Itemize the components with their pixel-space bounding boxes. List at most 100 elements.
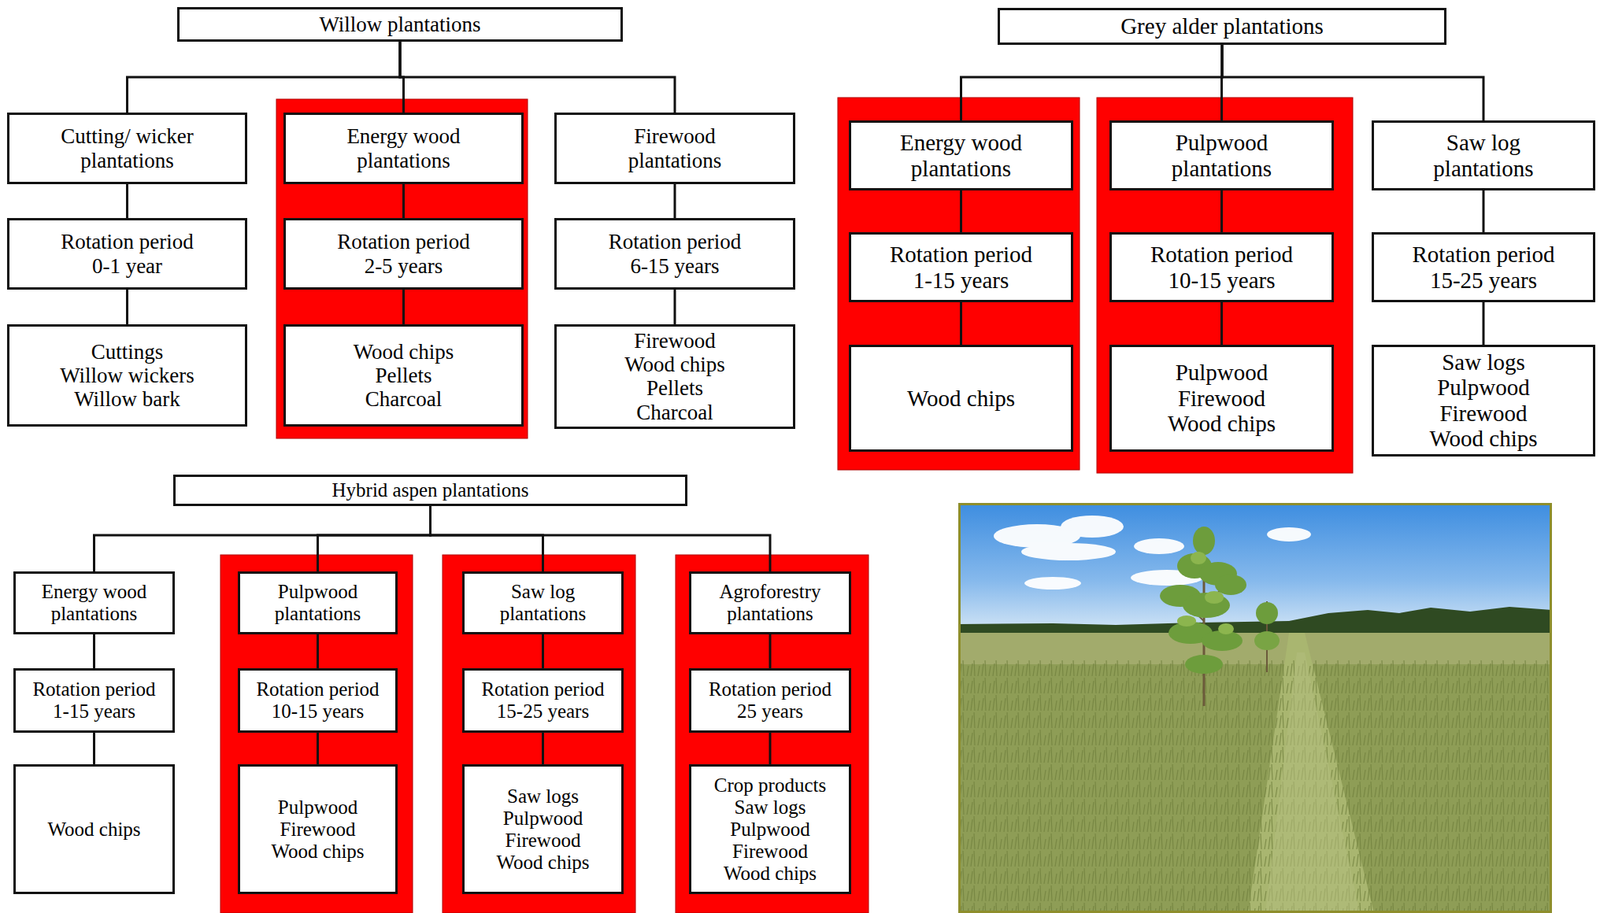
connector-line xyxy=(1482,190,1486,233)
box-text: Saw log plantations xyxy=(472,581,615,626)
box-text: Firewood xyxy=(1439,400,1527,426)
box-text: Rotation period 6-15 years xyxy=(598,229,752,278)
connector-line xyxy=(94,506,431,572)
connector-line xyxy=(1220,190,1223,233)
rotation-period-box: Rotation period 10-15 years xyxy=(237,668,398,734)
highlight-panel xyxy=(675,555,869,913)
box-text: Rotation period 10-15 years xyxy=(1139,241,1304,293)
box-text: Wood chips xyxy=(353,340,455,364)
box-text: Pulpwood plantations xyxy=(1139,129,1304,182)
products-box: PulpwoodFirewoodWood chips xyxy=(1109,344,1334,452)
connector-line xyxy=(769,733,772,765)
rotation-period-box: Rotation period 2-5 years xyxy=(283,218,524,290)
box-text: Rotation period 10-15 years xyxy=(247,678,389,723)
connector-line xyxy=(92,733,96,765)
plantation-type-box: Cutting/ wicker plantations xyxy=(7,112,248,185)
connector-line xyxy=(316,634,319,669)
box-text: Energy wood plantations xyxy=(878,129,1044,182)
connector-line xyxy=(402,184,405,219)
box-text: Firewood plantations xyxy=(598,124,752,172)
plantation-type-box: Pulpwood plantations xyxy=(1109,120,1334,191)
plantation-type-box: Energy wood plantations xyxy=(283,112,524,185)
products-box: PulpwoodFirewoodWood chips xyxy=(237,764,398,895)
connector-line xyxy=(959,190,963,233)
box-text: Rotation period 1-15 years xyxy=(23,678,166,723)
box-text: Pulpwood plantations xyxy=(247,581,389,626)
box-text: Crop products xyxy=(714,774,826,797)
highlight-panel xyxy=(276,99,528,439)
products-box: FirewoodWood chipsPelletsCharcoal xyxy=(554,324,796,430)
box-text: Hybrid aspen plantations xyxy=(332,479,530,502)
box-text: Saw logs xyxy=(1441,349,1526,375)
rotation-period-box: Rotation period 0-1 year xyxy=(7,218,248,290)
products-box: Saw logsPulpwoodFirewoodWood chips xyxy=(462,764,624,895)
box-text: Wood chips xyxy=(907,385,1015,412)
box-text: Firewood xyxy=(633,329,716,353)
box-text: Willow wickers xyxy=(59,363,195,388)
box-text: Energy wood plantations xyxy=(23,581,166,626)
box-text: Pellets xyxy=(646,376,704,400)
box-text: Pulpwood xyxy=(503,807,583,830)
connector-line xyxy=(541,634,545,669)
plantation-type-box: Energy wood plantations xyxy=(13,571,175,635)
connector-line xyxy=(674,184,677,219)
plantation-type-box: Energy wood plantations xyxy=(848,120,1074,191)
box-text: Charcoal xyxy=(365,387,442,412)
products-box: CuttingsWillow wickersWillow bark xyxy=(7,324,248,427)
box-text: Rotation period 15-25 years xyxy=(472,678,615,723)
connector-line xyxy=(961,44,1223,121)
box-text: Pulpwood xyxy=(277,796,358,819)
plantation-type-box: Saw log plantations xyxy=(462,571,624,635)
box-text: Wood chips xyxy=(47,818,141,841)
box-text: Pulpwood xyxy=(1437,374,1530,400)
rotation-period-box: Rotation period 10-15 years xyxy=(1109,232,1334,303)
products-box: Wood chipsPelletsCharcoal xyxy=(283,324,524,427)
box-text: Wood chips xyxy=(624,352,726,377)
box-text: Rotation period 25 years xyxy=(699,678,841,723)
highlight-panel xyxy=(442,555,636,913)
connector-line xyxy=(541,733,545,765)
connector-line xyxy=(127,41,401,113)
highlight-panel xyxy=(837,97,1080,471)
box-text: Wood chips xyxy=(496,851,589,875)
title-box: Hybrid aspen plantations xyxy=(173,474,688,507)
box-text: Firewood xyxy=(732,840,808,863)
connector-line xyxy=(125,289,129,325)
box-text: Pellets xyxy=(375,363,433,388)
box-text: Willow bark xyxy=(74,387,181,412)
connector-line xyxy=(316,733,319,765)
box-text: Rotation period 15-25 years xyxy=(1401,241,1567,293)
plantation-photo xyxy=(958,503,1552,913)
rotation-period-box: Rotation period 1-15 years xyxy=(848,232,1074,303)
plantation-type-box: Firewood plantations xyxy=(554,112,796,185)
plantation-type-box: Saw log plantations xyxy=(1371,120,1596,191)
box-text: Firewood xyxy=(1177,385,1266,412)
box-text: Firewood xyxy=(505,829,582,852)
box-text: Energy wood plantations xyxy=(326,124,480,172)
box-text: Wood chips xyxy=(1167,411,1276,437)
highlight-panel xyxy=(220,555,413,913)
connector-line xyxy=(430,506,771,572)
connector-line xyxy=(125,184,129,219)
box-text: Wood chips xyxy=(270,840,364,863)
box-text: Wood chips xyxy=(1429,425,1538,452)
products-box: Crop productsSaw logsPulpwoodFirewoodWoo… xyxy=(688,764,852,895)
connector-line xyxy=(400,41,675,113)
connector-line xyxy=(430,506,544,572)
box-text: Cutting/ wicker plantations xyxy=(50,124,204,172)
rotation-period-box: Rotation period 15-25 years xyxy=(462,668,624,734)
title-box: Grey alder plantations xyxy=(997,7,1447,45)
box-text: Saw log plantations xyxy=(1401,129,1567,182)
box-text: Pulpwood xyxy=(729,818,810,841)
products-box: Wood chips xyxy=(13,764,175,895)
products-box: Wood chips xyxy=(848,344,1074,452)
connector-line xyxy=(1220,302,1223,345)
connector-line xyxy=(674,289,677,325)
connector-line xyxy=(402,289,405,325)
title-box: Willow plantations xyxy=(177,7,623,42)
box-text: Agroforestry plantations xyxy=(699,581,841,626)
rotation-period-box: Rotation period 25 years xyxy=(688,668,852,734)
connector-line xyxy=(769,634,772,669)
plantation-type-box: Agroforestry plantations xyxy=(688,571,852,635)
